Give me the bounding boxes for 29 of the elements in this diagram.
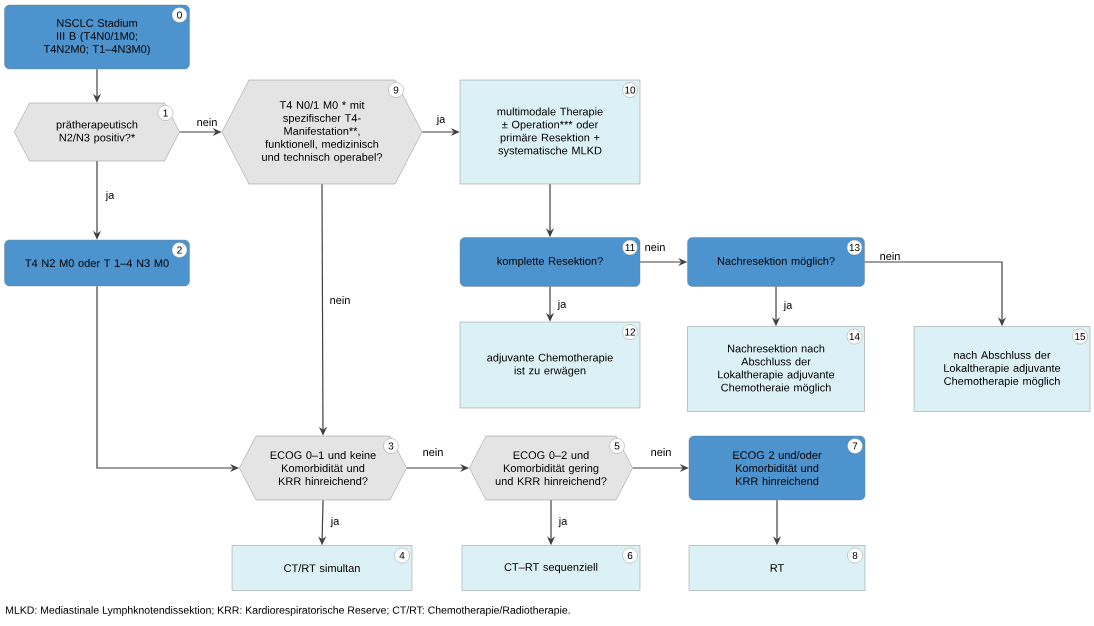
edge-label: nein: [328, 294, 352, 306]
callout-number: 13: [846, 239, 863, 256]
edge-label: ja: [782, 299, 794, 313]
edge-label: ja: [557, 515, 569, 529]
edge-label: nein: [643, 241, 667, 253]
callout-number: 1: [157, 105, 174, 121]
edge-label: ja: [556, 298, 568, 312]
edge-label: ja: [104, 189, 116, 203]
callout-number: 9: [388, 82, 404, 98]
edge-label: nein: [649, 446, 673, 458]
callout-number: 14: [846, 328, 863, 345]
callout-number: 11: [622, 239, 638, 256]
callout-number: 8: [847, 547, 863, 564]
callout-number: 0: [171, 7, 188, 23]
callout-number: 4: [394, 547, 410, 564]
edge-label: ja: [329, 515, 341, 529]
callout-number: 15: [1072, 328, 1088, 345]
edge-label: ja: [435, 113, 447, 127]
callout-number: 7: [847, 438, 863, 454]
edge-label: nein: [195, 116, 219, 128]
callout-number: 5: [609, 438, 625, 454]
callout-number: 2: [171, 242, 188, 258]
callout-number: 6: [622, 547, 638, 564]
callout-number: 10: [622, 82, 638, 98]
edge-label: nein: [878, 250, 902, 262]
caption: MLKD: Mediastinale Lymphknotendissektion; KRR: Kardiorespiratorische Reserve; CT/RT: Chemotherapie/Radiotherapie.: [6, 606, 570, 616]
callout-number: 12: [622, 324, 638, 340]
edge-label: nein: [421, 446, 445, 458]
callout-number: 3: [383, 438, 399, 454]
